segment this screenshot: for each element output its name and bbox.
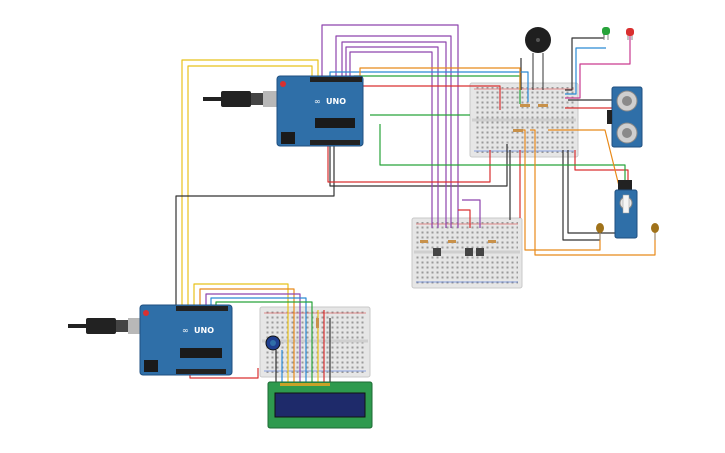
wire-black-2 <box>562 150 600 241</box>
usb-cable-bottom <box>68 324 88 328</box>
wire-red-1 <box>327 146 491 183</box>
reset-button-top <box>280 81 286 87</box>
header-top-analog <box>310 140 360 145</box>
wire-black-4 <box>565 33 605 91</box>
wire-blue-1 <box>565 47 606 95</box>
atmega-chip-top <box>315 118 355 128</box>
wire-purple-3 <box>341 41 447 228</box>
usb-cable-top <box>203 97 223 101</box>
wire-purple-6 <box>462 199 481 228</box>
potentiometer <box>265 335 281 351</box>
led-red <box>626 28 634 40</box>
wire-orange-1 <box>359 67 521 90</box>
photoresistor-right <box>651 223 659 240</box>
arduino-uno-bottom: UNO ∞ <box>68 304 233 376</box>
wires <box>175 24 656 383</box>
lcd-16x2 <box>267 381 373 429</box>
reset-button-bottom <box>143 310 149 316</box>
wire-yellow-1 <box>181 59 319 305</box>
wire-lcd-yellow <box>193 283 289 383</box>
wire-lcd-purple <box>205 293 301 383</box>
photoresistor-left <box>596 223 604 240</box>
wire-orange-3 <box>530 129 656 256</box>
arduino-infinity-logo-top: ∞ <box>314 97 321 106</box>
breadboard-bottom <box>259 306 371 378</box>
wire-green-3 <box>379 124 626 185</box>
wire-orange-2 <box>520 129 601 251</box>
wire-lcd-green <box>215 301 313 383</box>
wire-purple-5 <box>349 51 433 228</box>
pushbuttons <box>420 240 496 256</box>
uno-label-top: UNO <box>326 97 346 106</box>
resistors-top <box>513 104 548 132</box>
breadboard-top-right <box>469 82 579 158</box>
header-bottom-analog <box>176 369 226 374</box>
wire-red-2 <box>334 85 501 110</box>
wire-purple-4 <box>345 46 439 228</box>
arduino-uno-top: UNO ∞ <box>203 75 364 147</box>
wire-lcd-orange <box>199 288 295 383</box>
wire-pink-1 <box>565 33 631 99</box>
uno-label-bottom: UNO <box>194 326 214 335</box>
led-green <box>602 27 610 40</box>
wire-orange-4 <box>548 129 621 191</box>
arduino-infinity-logo-bottom: ∞ <box>182 326 189 335</box>
wire-black-1 <box>175 146 335 305</box>
header-top-digital <box>310 77 362 82</box>
resistor-lcd <box>316 318 319 328</box>
wire-purple-2 <box>335 35 452 228</box>
atmega-chip-bottom <box>180 348 222 358</box>
servo-motor <box>614 180 638 239</box>
wire-red-7 <box>458 209 471 228</box>
wire-black-3 <box>567 150 625 234</box>
wire-lcd-blue <box>210 297 307 383</box>
piezo-buzzer <box>525 27 551 90</box>
header-bottom-digital <box>176 306 228 311</box>
wire-red-5 <box>574 150 629 185</box>
arduino-top-board <box>276 75 364 147</box>
wire-yellow-2 <box>187 65 313 305</box>
wire-purple-1 <box>321 24 459 228</box>
ultrasonic-sensor <box>607 86 643 148</box>
